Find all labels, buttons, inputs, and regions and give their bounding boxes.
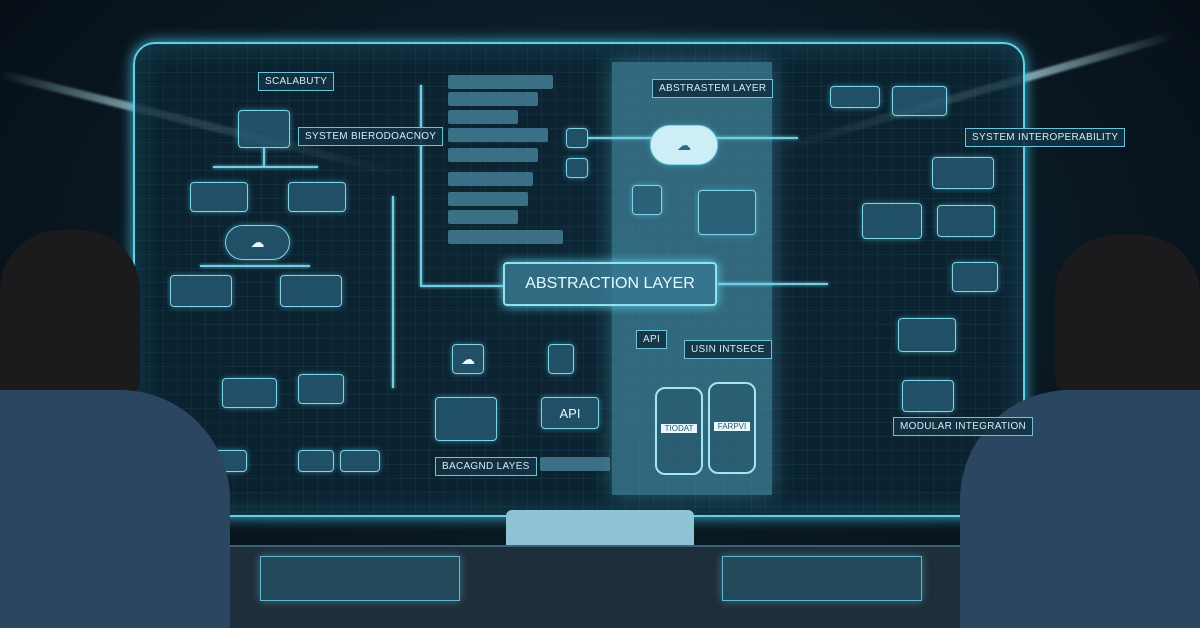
system-redundancy-label: SYSTEM BIERODOACNOY bbox=[298, 127, 444, 146]
cloud-icon: ☁ bbox=[225, 225, 290, 260]
backend-node[interactable] bbox=[435, 397, 497, 441]
connector-line bbox=[420, 85, 422, 285]
server-node[interactable] bbox=[238, 110, 290, 148]
list-item[interactable] bbox=[448, 92, 538, 106]
list-item[interactable] bbox=[448, 110, 518, 124]
cloud-sync-icon: ☁ bbox=[650, 125, 718, 165]
trend-chart-node[interactable] bbox=[698, 190, 756, 235]
module-node[interactable] bbox=[190, 182, 248, 212]
list-item[interactable] bbox=[448, 210, 518, 224]
connector-line bbox=[392, 196, 394, 388]
scalability-label: SCALABUTY bbox=[258, 72, 335, 91]
integration-node[interactable] bbox=[902, 380, 954, 412]
phone-right: FARPVI bbox=[708, 382, 756, 474]
connector-line bbox=[200, 265, 310, 267]
list-item[interactable] bbox=[448, 192, 528, 206]
right-person-head bbox=[1055, 235, 1200, 395]
connector-line bbox=[718, 283, 828, 285]
lock-node[interactable] bbox=[566, 158, 588, 178]
cloud-network-icon: ☁ bbox=[452, 344, 484, 374]
list-item[interactable] bbox=[448, 128, 548, 142]
center-pad[interactable] bbox=[506, 510, 694, 550]
system-interoperability-label: SYSTEM INTEROPERABILITY bbox=[965, 128, 1126, 147]
list-item[interactable] bbox=[448, 148, 538, 162]
abstraction-top-label: ABSTRASTEM LAYER bbox=[652, 79, 774, 98]
left-keypad[interactable] bbox=[260, 556, 460, 601]
connector-line bbox=[263, 148, 265, 166]
abstraction-layer-box[interactable]: ABSTRACTION LAYER bbox=[503, 262, 717, 306]
backend-layer-label: BACAGND LAYES bbox=[435, 457, 537, 476]
blocks-node[interactable] bbox=[632, 185, 662, 215]
database-node[interactable] bbox=[222, 378, 277, 408]
factory-node[interactable] bbox=[932, 157, 994, 189]
wave-node[interactable] bbox=[898, 318, 956, 352]
list-item[interactable] bbox=[448, 172, 533, 186]
phone-right-text: FARPVI bbox=[714, 422, 750, 431]
list-item[interactable] bbox=[448, 230, 563, 244]
device-node[interactable] bbox=[548, 344, 574, 374]
link-node[interactable] bbox=[566, 128, 588, 148]
user-interface-label: USIN INTSECE bbox=[684, 340, 772, 359]
left-person-body bbox=[0, 390, 230, 628]
chart-node[interactable] bbox=[288, 182, 346, 212]
list-item[interactable] bbox=[540, 457, 610, 471]
api-small-label: API bbox=[636, 330, 668, 349]
left-person-head bbox=[0, 230, 140, 400]
home-node[interactable] bbox=[298, 450, 334, 472]
graph-node[interactable] bbox=[280, 275, 342, 307]
list-item[interactable] bbox=[448, 75, 553, 89]
network-node[interactable] bbox=[862, 203, 922, 239]
api-label: API bbox=[559, 405, 581, 421]
connector-line bbox=[213, 166, 318, 168]
stack-node[interactable] bbox=[892, 86, 947, 116]
api-button[interactable]: API bbox=[541, 397, 599, 429]
bars-node[interactable] bbox=[937, 205, 995, 237]
tools-node[interactable] bbox=[170, 275, 232, 307]
phone-left: TIODAT bbox=[655, 387, 703, 475]
modular-integration-label: MODULAR INTEGRATION bbox=[893, 417, 1034, 436]
grid-node[interactable] bbox=[340, 450, 380, 472]
right-keypad[interactable] bbox=[722, 556, 922, 601]
phone-left-text: TIODAT bbox=[661, 424, 697, 433]
hub-node[interactable] bbox=[830, 86, 880, 108]
video-node[interactable] bbox=[298, 374, 344, 404]
connector-line bbox=[420, 285, 504, 287]
monitor-node[interactable] bbox=[952, 262, 998, 292]
